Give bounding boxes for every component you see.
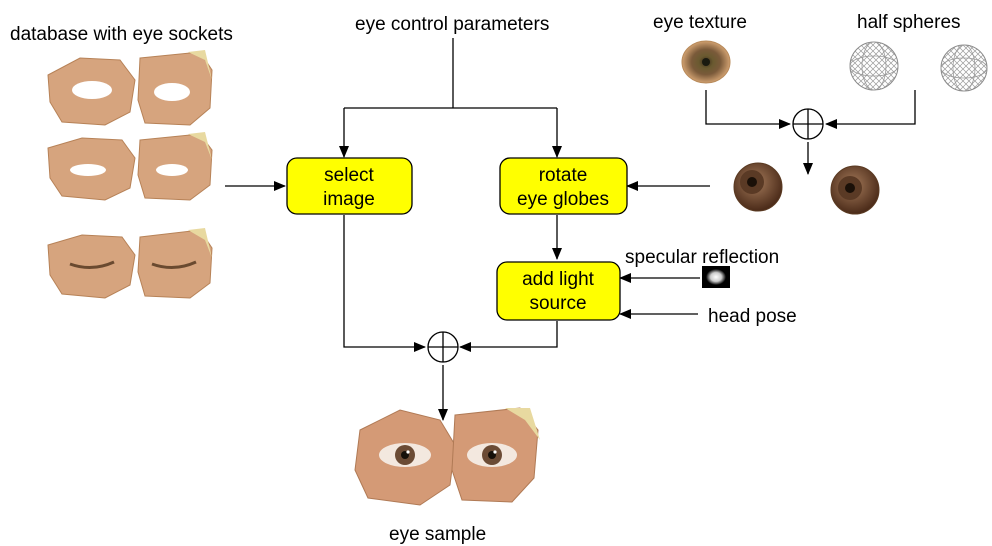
select-image-line1: select [324,165,374,186]
half-sphere-left [849,41,899,91]
database-label: database with eye sockets [10,24,233,45]
eye-sample-image [354,407,540,506]
combiner-bottom [427,331,459,363]
eye-socket-closed [47,228,213,299]
eye-socket-half [47,132,213,201]
rotate-eye-globes-box: rotate eye globes [499,157,628,215]
eye-texture-label: eye texture [653,12,747,33]
eye-socket-open [47,50,213,126]
head-pose-label: head pose [708,306,797,327]
eye-socket-database [47,50,213,299]
rotate-line1: rotate [539,165,588,186]
combiner-top [792,108,824,140]
specular-label: specular reflection [625,247,779,268]
eye-sample-label: eye sample [389,524,486,545]
rotate-line2: eye globes [517,189,609,210]
light-line1: add light [522,269,595,290]
eye-globe-right [830,165,880,215]
add-light-source-box: add light source [496,261,621,321]
eye-globe-left [733,162,783,212]
half-spheres-label: half spheres [857,12,961,33]
select-image-line2: image [323,189,375,210]
control-params-label: eye control parameters [355,14,549,35]
connections [225,38,916,421]
select-image-box: select image [286,157,413,215]
eye-texture-image [681,40,731,84]
half-sphere-right [940,44,988,92]
light-line2: source [529,293,586,314]
specular-image [702,266,730,288]
